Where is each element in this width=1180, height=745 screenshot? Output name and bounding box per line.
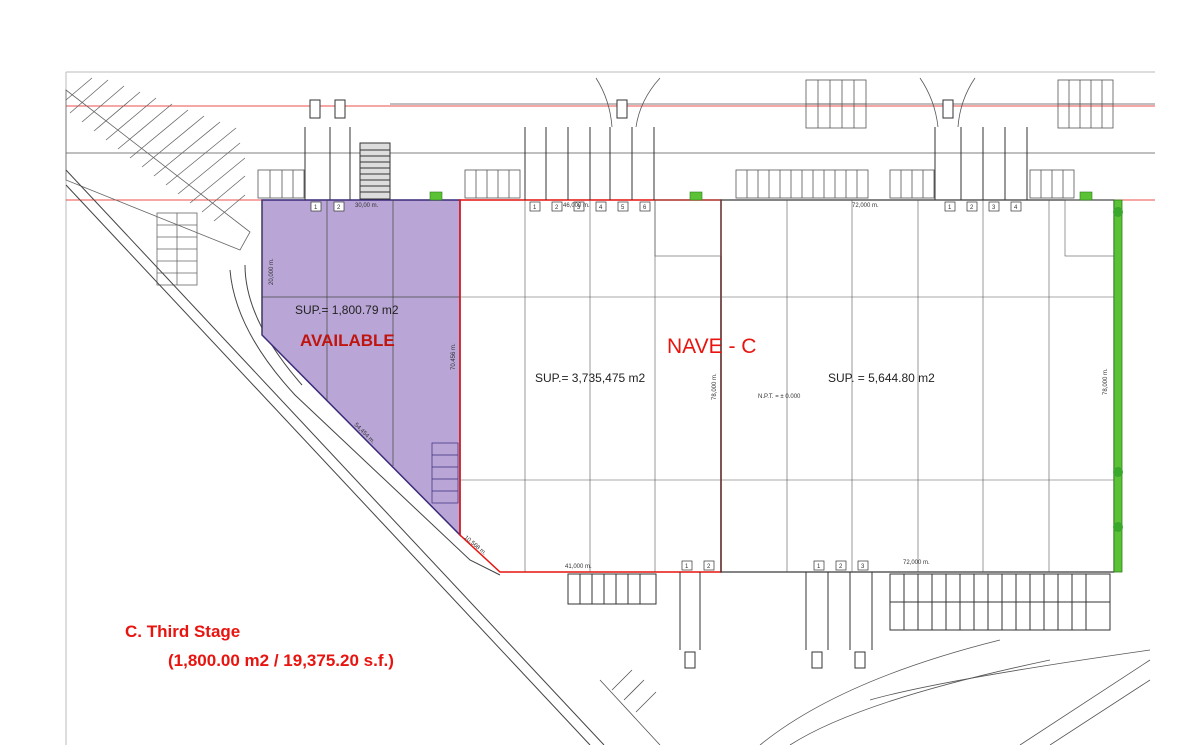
tree-icon — [1113, 207, 1123, 532]
dock-number: 2 — [555, 205, 559, 211]
middle-dim-diag: 10,568 m. — [463, 535, 488, 557]
available-dim-left: 20,000 m. — [269, 258, 275, 285]
dock-number: 5 — [621, 205, 625, 211]
stage-caption-title: C. Third Stage — [125, 622, 241, 641]
truck-bays-bottom — [567, 572, 1111, 650]
stage-caption-subtitle: (1,800.00 m2 / 19,375.20 s.f.) — [168, 651, 394, 670]
dock-marker — [429, 191, 1093, 201]
nave-area-label: SUP. = 5,644.80 m2 — [828, 371, 935, 385]
dock-boxes-bottom — [681, 560, 869, 571]
middle-dim-right: 78,000 m. — [712, 373, 718, 400]
dock-number: 3 — [992, 205, 996, 211]
turning-arcs-bottom — [599, 639, 1151, 745]
dock-number: 1 — [685, 564, 689, 570]
dock-number: 4 — [599, 205, 603, 211]
dock-number: 1 — [533, 205, 537, 211]
available-dim-top: 30,00 m. — [355, 203, 379, 209]
parking-rows-top — [257, 79, 1114, 199]
dock-number: 4 — [1014, 205, 1018, 211]
parking-block-left — [156, 212, 198, 286]
dock-boxes-top-left — [310, 201, 345, 212]
nave-c-zone — [720, 199, 1115, 573]
nave-dim-bottom: 72,000 m. — [903, 560, 930, 566]
dock-number: 6 — [643, 205, 647, 211]
available-grid — [261, 200, 460, 466]
middle-dim-bottom: 41,000 m. — [565, 564, 592, 570]
dock-number: 2 — [839, 564, 843, 570]
dock-number: 2 — [970, 205, 974, 211]
truck-icon — [309, 99, 954, 119]
dock-number: 1 — [817, 564, 821, 570]
dock-boxes-top-mid — [529, 201, 651, 212]
truck-icon — [684, 651, 866, 669]
nave-title: NAVE - C — [667, 335, 756, 358]
green-strip — [1113, 199, 1123, 573]
dock-number: 3 — [861, 564, 865, 570]
available-dim-right: 70.456 m. — [451, 343, 457, 370]
building-grid — [460, 199, 1115, 572]
dock-number: 2 — [337, 205, 341, 211]
dock-boxes-top-right — [944, 201, 1022, 212]
equipment-block — [431, 442, 459, 504]
middle-area-label: SUP.= 3,735,475 m2 — [535, 371, 646, 385]
hatched-parking-topleft — [65, 77, 251, 251]
available-label: AVAILABLE — [300, 331, 395, 350]
available-area-label: SUP.= 1,800.79 m2 — [295, 303, 399, 317]
turning-arcs-top — [595, 77, 976, 128]
nave-npt-label: N.P.T. = ± 0.000 — [758, 394, 801, 400]
dock-number: 1 — [314, 205, 318, 211]
middle-dim-top: 46,000 m. — [563, 203, 590, 209]
site-diagonal-boundary — [65, 169, 605, 745]
dock-number: 1 — [948, 205, 952, 211]
dock-number: 2 — [707, 564, 711, 570]
nave-dim-top: 72,000 m. — [852, 203, 879, 209]
truck-bays-top — [304, 127, 1028, 200]
nave-dim-right: 78,000 m. — [1103, 368, 1109, 395]
stair-hatch — [359, 142, 391, 200]
dock-number: 3 — [577, 205, 581, 211]
